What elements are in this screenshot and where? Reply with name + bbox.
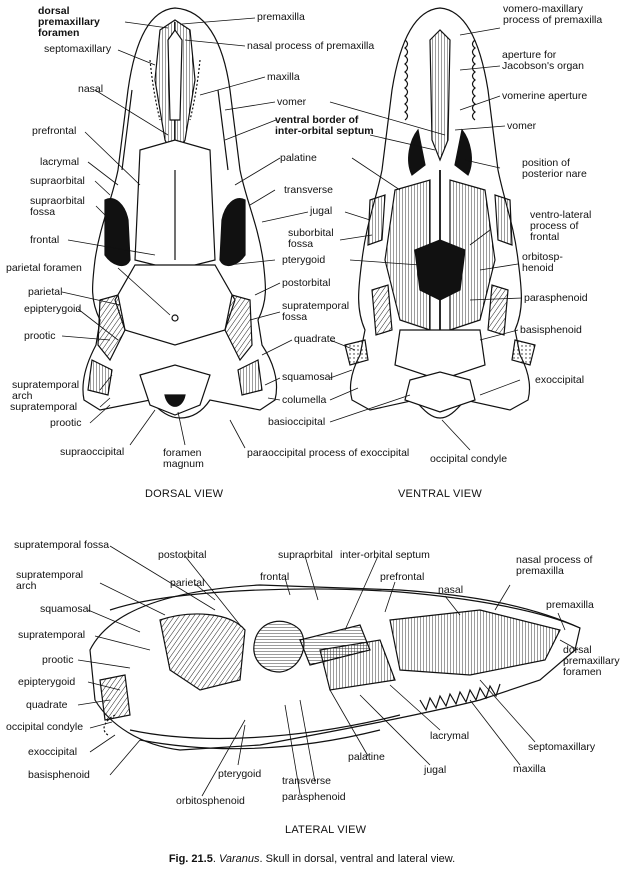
- figure-caption: Fig. 21.5. Varanus. Skull in dorsal, ven…: [0, 853, 624, 865]
- label-basisphenoid-lateral: basisphenoid: [28, 770, 90, 781]
- label-supraorbital-dorsal: supraorbital: [30, 176, 85, 187]
- label-suborbital-fossa: suborbital fossa: [288, 228, 346, 250]
- label-parasphenoid-ventral: parasphenoid: [524, 293, 588, 304]
- ventral-view-title: VENTRAL VIEW: [398, 488, 482, 500]
- label-lacrymal-lateral: lacrymal: [430, 731, 469, 742]
- lateral-skull: [90, 585, 580, 750]
- label-paraoccipital-process: paraoccipital process of exoccipital: [247, 448, 409, 459]
- label-prefrontal: prefrontal: [32, 126, 76, 137]
- label-position-posterior-nare: position of posterior nare: [522, 158, 612, 180]
- label-maxilla-lateral: maxilla: [513, 764, 546, 775]
- label-orbitosphenoid-lateral: orbitosphenoid: [176, 796, 245, 807]
- label-orbitosphenoid-ventral: orbitosp-henoid: [522, 252, 592, 274]
- label-parietal-dorsal: parietal: [28, 287, 62, 298]
- label-quadrate-lateral: quadrate: [26, 700, 67, 711]
- label-nasal-process-lateral: nasal process of premaxilla: [516, 555, 612, 577]
- label-supratemporal-fossa-center: supratemporal fossa: [282, 301, 362, 323]
- label-transverse-lateral: transverse: [282, 776, 331, 787]
- label-occipital-condyle-ventral: occipital condyle: [430, 454, 507, 465]
- caption-text: . Skull in dorsal, ventral and lateral v…: [260, 853, 456, 865]
- dorsal-skull: [83, 8, 277, 418]
- label-vomerine-aperture: vomerine aperture: [502, 91, 587, 102]
- label-vomer-dorsal: vomer: [277, 97, 306, 108]
- label-vomer-ventral: vomer: [507, 121, 536, 132]
- label-parasphenoid-lateral: parasphenoid: [282, 792, 346, 803]
- label-supratemporal-arch-lateral: supratemporal arch: [16, 570, 96, 592]
- label-prootic-lateral: prootic: [42, 655, 74, 666]
- label-squamosal-center: squamosal: [282, 372, 333, 383]
- label-epipterygoid-lateral: epipterygoid: [18, 677, 75, 688]
- caption-genus: Varanus: [219, 853, 260, 865]
- label-aperture-jacobson: aperture for Jacobson's organ: [502, 50, 602, 72]
- label-premaxilla-lateral: premaxilla: [546, 600, 594, 611]
- label-foramen-magnum: foramen magnum: [163, 448, 213, 470]
- label-vomero-maxillary-process: vomero-maxillary process of premaxilla: [503, 4, 619, 26]
- label-supraoccipital: supraoccipital: [60, 447, 124, 458]
- label-transverse-center: transverse: [284, 185, 333, 196]
- label-exoccipital-lateral: exoccipital: [28, 747, 77, 758]
- label-quadrate-center: quadrate: [294, 334, 335, 345]
- caption-prefix: Fig. 21.5: [169, 853, 213, 865]
- label-supratemporal-fossa-lateral: supratemporal fossa: [14, 540, 109, 551]
- label-palatine-center: palatine: [280, 153, 317, 164]
- label-lacrymal-dorsal: lacrymal: [40, 157, 79, 168]
- label-supratemporal-dorsal: supratemporal: [10, 402, 77, 413]
- label-frontal-dorsal: frontal: [30, 235, 59, 246]
- label-postorbital-lateral: postorbital: [158, 550, 206, 561]
- label-postorbital-center: postorbital: [282, 278, 330, 289]
- label-inter-orbital-septum: inter-orbital septum: [340, 550, 430, 561]
- dorsal-view-title: DORSAL VIEW: [145, 488, 223, 500]
- label-pterygoid-center: pterygoid: [282, 255, 325, 266]
- label-palatine-lateral: palatine: [348, 752, 385, 763]
- label-pterygoid-lateral: pterygoid: [218, 769, 261, 780]
- label-jugal-center: jugal: [310, 206, 332, 217]
- label-supraorbital-fossa: supraorbital fossa: [30, 196, 96, 218]
- label-frontal-lateral: frontal: [260, 572, 289, 583]
- label-prootic-dorsal-2: prootic: [50, 418, 82, 429]
- label-columella: columella: [282, 395, 326, 406]
- label-premaxilla: premaxilla: [257, 12, 305, 23]
- label-basisphenoid-ventral: basisphenoid: [520, 325, 582, 336]
- label-septomaxillary: septomaxillary: [44, 44, 111, 55]
- label-supratemporal-arch-dorsal: supratemporal arch: [12, 380, 92, 402]
- label-prefrontal-lateral: prefrontal: [380, 572, 424, 583]
- label-basioccipital: basioccipital: [268, 417, 325, 428]
- label-ventro-lateral-process: ventro-lateral process of frontal: [530, 210, 610, 243]
- label-jugal-lateral: jugal: [424, 765, 446, 776]
- label-parietal-foramen: parietal foramen: [6, 263, 82, 274]
- label-ventral-border-septum: ventral border of inter-orbital septum: [275, 115, 375, 137]
- label-septomaxillary-lateral: septomaxillary: [528, 742, 595, 753]
- label-supraorbital-lateral: supraorbital: [278, 550, 333, 561]
- label-exoccipital-ventral: exoccipital: [535, 375, 584, 386]
- label-occipital-condyle-lateral: occipital condyle: [6, 722, 83, 733]
- label-dorsal-premaxillary-foramen-lateral: dorsal premaxillary foramen: [563, 645, 623, 678]
- label-nasal: nasal: [78, 84, 103, 95]
- label-maxilla: maxilla: [267, 72, 300, 83]
- label-parietal-lateral: parietal: [170, 578, 204, 589]
- label-squamosal-lateral: squamosal: [40, 604, 91, 615]
- label-prootic-dorsal: prootic: [24, 331, 56, 342]
- label-dorsal-premaxillary-foramen: dorsal premaxillary foramen: [38, 6, 126, 39]
- label-nasal-process-of-premaxilla: nasal process of premaxilla: [247, 41, 374, 52]
- label-epipterygoid-dorsal: epipterygoid: [24, 304, 81, 315]
- label-nasal-lateral: nasal: [438, 585, 463, 596]
- label-supratemporal-lateral: supratemporal: [18, 630, 85, 641]
- lateral-view-title: LATERAL VIEW: [285, 824, 366, 836]
